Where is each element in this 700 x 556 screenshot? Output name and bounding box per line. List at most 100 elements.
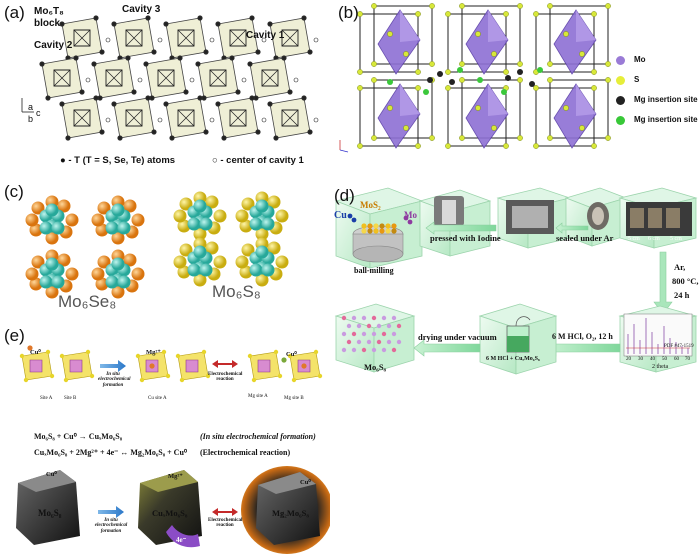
cu-right: Cu⁰ xyxy=(286,351,297,358)
product-label: Mo₆S₈ xyxy=(364,362,387,372)
sealed-label: sealed under Ar xyxy=(556,233,614,243)
axis-b-label: b xyxy=(28,114,34,124)
two-theta-label: 2 theta xyxy=(652,364,669,370)
panel-a-structure-drawing xyxy=(21,15,319,141)
arrow-acid xyxy=(545,339,621,357)
e-arrow-bottom-electro xyxy=(212,508,238,516)
panel-b: (b) Mo S Mg insertion site 1 Mg insertio… xyxy=(330,0,700,175)
xrd-tick: 20 xyxy=(626,357,631,362)
scale-1: 5 cm xyxy=(628,236,640,242)
cavity-2-label: Cavity 2 xyxy=(34,40,73,51)
panel-b-crystal-drawing xyxy=(339,3,611,153)
axis-a-label: a xyxy=(28,102,34,112)
pressed-label: pressed with Iodine xyxy=(430,233,501,243)
xrd-tick: 40 xyxy=(650,357,655,362)
xrd-tick: 30 xyxy=(638,357,643,362)
panel-c-cluster-drawing xyxy=(25,191,289,299)
cube-product xyxy=(334,303,416,373)
cube-photo-1 xyxy=(496,187,572,249)
mg-site1-swatch-icon xyxy=(616,96,625,105)
b-cumo6s8: CuₓMo₆S₈ xyxy=(152,508,188,518)
xrd-tick: 50 xyxy=(662,357,667,362)
legend-mo-text: Mo xyxy=(634,55,646,64)
arrows-top xyxy=(425,221,589,235)
eq2-right: (Electrochemical reaction) xyxy=(200,448,291,457)
legend-mg1-text: Mg insertion site 1 xyxy=(634,95,700,104)
b-mg: Mg²⁺ xyxy=(168,473,183,480)
mg-site-b: Mg site B xyxy=(284,396,304,401)
eq2-left: CuₓMo₆S₈ + 2Mg²⁺ + 4e⁻ ↔ Mg₂Mo₆S₈ + Cu⁰ xyxy=(34,448,188,457)
cube-sealed xyxy=(564,187,628,247)
site-b: Site B xyxy=(64,396,77,401)
panel-e-drawing xyxy=(16,345,330,554)
axis-c-label: c xyxy=(36,108,41,118)
panel-c-label: (c) xyxy=(4,182,24,201)
panel-e: (e) Cu⁰ Mg²⁺ Cu⁰ Site A Site B Cu site A… xyxy=(0,320,330,556)
arrow-drying xyxy=(413,339,481,357)
block-label-1: Mo₆T₈ xyxy=(34,6,64,17)
eq1-left: Mo₆S₈ + Cu⁰ → CuₓMo₆S₈ xyxy=(34,432,123,441)
panel-d-label: (d) xyxy=(334,186,355,205)
legend-s-text: S xyxy=(634,75,640,84)
acid-label: 6 M HCl, O₂, 12 h xyxy=(552,332,613,341)
legend-mg2-text: Mg insertion site 2 xyxy=(634,115,700,124)
time-label: 24 h xyxy=(674,290,690,300)
mo-label: Mo xyxy=(404,210,417,220)
ball-milling-label: ball-milling xyxy=(354,266,394,275)
b-mo6s8: Mo₆S₈ xyxy=(38,508,62,518)
xrd-tick: 60 xyxy=(674,357,679,362)
mos2-label: MoS₂ xyxy=(360,200,381,210)
four-e-label: 4e⁻ xyxy=(176,536,187,544)
scale-2: 6 cm xyxy=(648,236,660,242)
cavity-1-label: Cavity 1 xyxy=(246,30,285,41)
arrow-down xyxy=(653,251,673,315)
ar-label: Ar, xyxy=(674,262,686,272)
temp-label: 800 °C, xyxy=(672,276,699,286)
legend-t-atoms: ● - T (T = S, Se, Te) atoms xyxy=(60,155,176,166)
legend-cavity-center: ○ - center of cavity 1 xyxy=(212,155,304,166)
b-insitu: In situ electrochemical formation xyxy=(94,518,128,534)
mo6s8-name: Mo₆S₈ xyxy=(212,282,261,301)
s-swatch-icon xyxy=(616,76,625,85)
cube-mg2mo6s8 xyxy=(241,466,330,554)
cu-label: Cu xyxy=(334,210,347,221)
e-arrow-electro xyxy=(212,360,238,368)
panel-b-label: (b) xyxy=(338,3,359,22)
b-cu2: Cu⁰ xyxy=(300,479,311,486)
cube-photo-2 xyxy=(618,187,698,249)
mg-top: Mg²⁺ xyxy=(146,349,161,356)
pdf-label: PDF #47-1519 xyxy=(664,344,694,349)
mg-site2-swatch-icon xyxy=(616,116,625,125)
cube-beaker xyxy=(478,303,558,375)
mo-swatch-icon xyxy=(616,56,625,65)
beaker-label: 6 M HCl + CuₓMo₆S₈ xyxy=(486,356,540,362)
insitu-label: In situ electrochemical formation xyxy=(98,372,131,388)
panel-c: (c) Mo₆Se₈ Mo₆S₈ xyxy=(0,176,330,316)
panel-a-label: (a) xyxy=(4,3,25,22)
cu-site-a: Cu site A xyxy=(148,396,167,401)
panel-d: (d) Cu MoS₂ Mo ball-milling pressed with… xyxy=(330,176,700,376)
block-label-2: block xyxy=(34,18,61,29)
eq1-right: (In situ electrochemical formation) xyxy=(200,432,316,441)
cube-cumo6s8 xyxy=(138,470,202,548)
panel-a: (a) Mo₆T₈ block Cavity 3 Cavity 2 Cavity… xyxy=(0,0,330,175)
xrd-tick: 70 xyxy=(685,357,690,362)
site-a: Site A xyxy=(40,396,53,401)
e-arrow-bottom-insitu xyxy=(98,506,124,518)
electrochem-label: Electrochemical reaction xyxy=(208,372,243,383)
b-mg2mo6s8: Mg₂Mo₆S₈ xyxy=(272,508,309,518)
cu-top: Cu⁰ xyxy=(30,349,41,356)
e-arrow-insitu xyxy=(100,360,126,372)
panel-d-synthesis-drawing xyxy=(334,187,698,375)
mg-site-a: Mg site A xyxy=(248,394,268,399)
panel-e-label: (e) xyxy=(4,326,25,345)
cube-xrd xyxy=(618,305,698,373)
cube-ball-milling xyxy=(334,187,424,269)
cube-mo6s8 xyxy=(16,470,80,545)
cavity-3-label: Cavity 3 xyxy=(122,4,161,15)
scale-3: 5 cm xyxy=(670,236,682,242)
mo6se8-name: Mo₆Se₈ xyxy=(58,292,117,311)
b-cu: Cu⁰ xyxy=(46,471,57,478)
b-electro: Electrochemical reaction xyxy=(208,518,243,529)
cube-pressed xyxy=(418,189,492,257)
